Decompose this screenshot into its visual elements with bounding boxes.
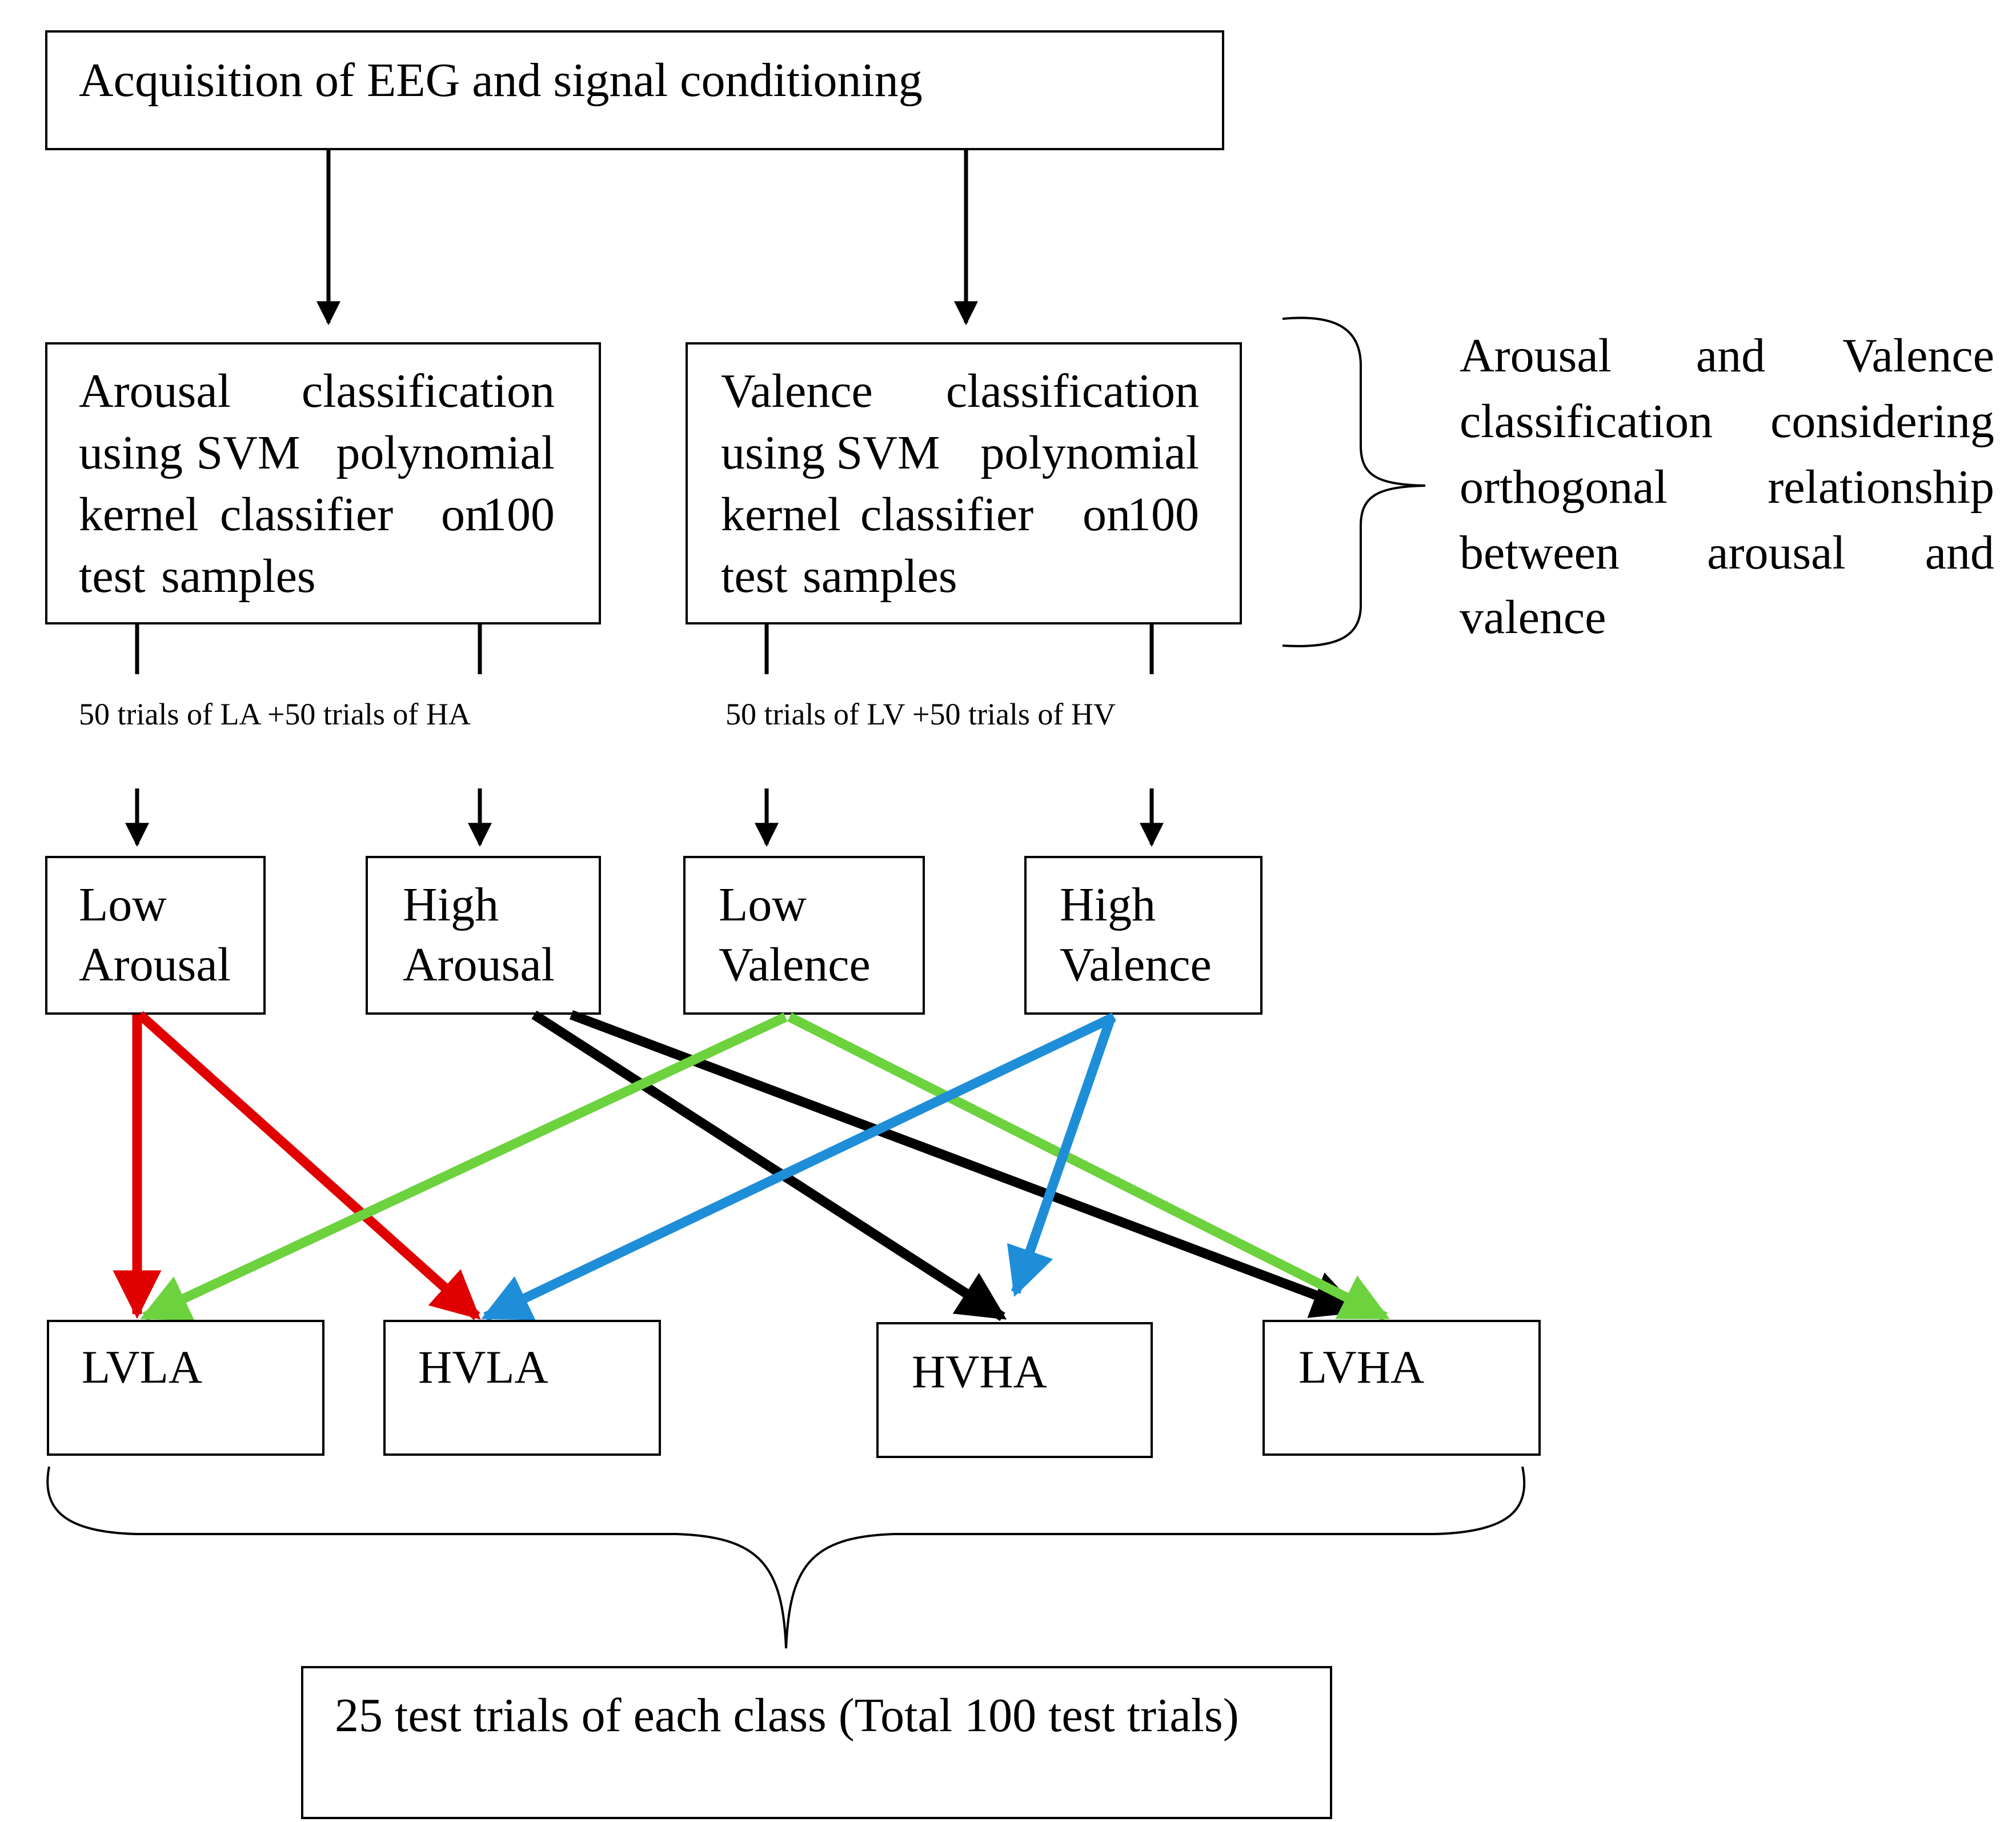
total-label: 25 test trials of each class (Total 100 … bbox=[335, 1689, 1239, 1742]
low-arousal-label: Low Arousal bbox=[79, 878, 231, 991]
arrow-high-valence-to-hvla bbox=[481, 1012, 1116, 1322]
side-note: Arousal and Valence classification consi… bbox=[1460, 329, 2006, 644]
arrow-high-arousal-to-hvha bbox=[531, 1010, 1007, 1322]
lvha-box: LVHA bbox=[1262, 1320, 1541, 1456]
acquisition-box: Acquisition of EEG and signal conditioni… bbox=[45, 30, 1224, 150]
side-brace bbox=[1282, 317, 1426, 647]
hvha-box: HVHA bbox=[876, 1322, 1153, 1458]
low-arousal-box: Low Arousal bbox=[45, 856, 266, 1015]
lvla-box: LVLA bbox=[47, 1320, 324, 1456]
hvha-label: HVHA bbox=[912, 1346, 1047, 1397]
valence-trials-label: 50 trials of LV +50 trials of HV bbox=[726, 697, 1116, 731]
valence-classification-label: Valence classification using SVM polynom… bbox=[721, 365, 1211, 603]
high-valence-box: High Valence bbox=[1024, 856, 1262, 1015]
arousal-classification-box: Arousal classification using SVM polynom… bbox=[45, 342, 601, 624]
arousal-classification-label: Arousal classification using SVM polynom… bbox=[79, 365, 567, 603]
lvla-label: LVLA bbox=[82, 1341, 202, 1393]
valence-classification-box: Valence classification using SVM polynom… bbox=[686, 342, 1242, 624]
acquisition-label: Acquisition of EEG and signal conditioni… bbox=[79, 54, 923, 107]
hvla-box: HVLA bbox=[383, 1320, 661, 1456]
low-valence-box: Low Valence bbox=[683, 856, 925, 1015]
arrow-low-arousal-to-hvla bbox=[137, 1011, 481, 1320]
arousal-trials-label: 50 trials of LA +50 trials of HA bbox=[79, 697, 471, 731]
arrow-high-arousal-to-lvha bbox=[570, 1010, 1361, 1318]
high-arousal-box: High Arousal bbox=[366, 856, 601, 1015]
arrow-low-valence-to-lvla bbox=[140, 1012, 788, 1322]
low-valence-label: Low Valence bbox=[719, 878, 871, 991]
total-box: 25 test trials of each class (Total 100 … bbox=[301, 1666, 1332, 1819]
arrow-low-valence-to-lvha bbox=[787, 1012, 1390, 1322]
lvha-label: LVHA bbox=[1298, 1341, 1424, 1393]
hvla-label: HVLA bbox=[418, 1341, 548, 1393]
arrow-high-valence-to-hvha bbox=[1007, 1015, 1116, 1298]
high-arousal-label: High Arousal bbox=[403, 878, 555, 991]
bottom-brace bbox=[46, 1466, 1526, 1649]
high-valence-label: High Valence bbox=[1060, 878, 1212, 991]
